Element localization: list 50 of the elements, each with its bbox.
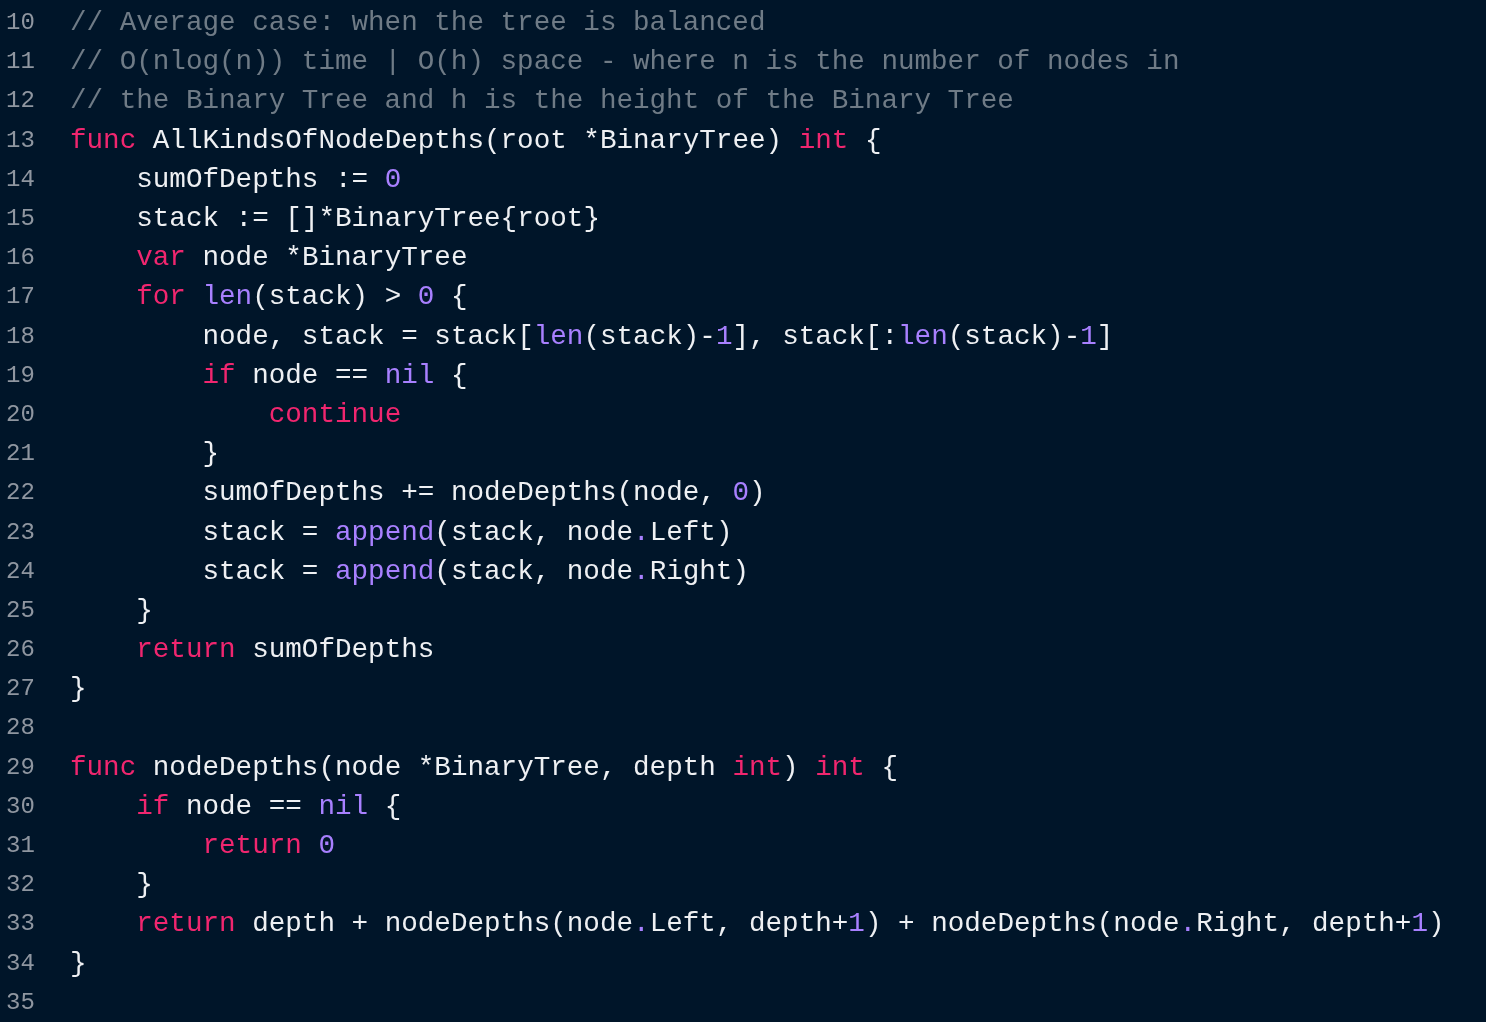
code-line: func nodeDepths(node *BinaryTree, depth int) int { xyxy=(70,751,899,783)
line-number: 35 xyxy=(5,988,36,1016)
line-number: 20 xyxy=(5,400,36,428)
code-line: continue xyxy=(267,398,402,430)
code-line: } xyxy=(70,673,87,705)
line-number: 23 xyxy=(5,518,36,546)
line-number: 10 xyxy=(5,9,36,37)
code-line: func AllKindsOfNodeDepths(root *BinaryTree) int { xyxy=(70,124,882,156)
code-line: sumOfDepths := 0 xyxy=(135,163,402,195)
line-number: 26 xyxy=(5,636,36,664)
code-line: if node == nil { xyxy=(135,790,402,822)
code-line: // the Binary Tree and h is the height of the Binary Tree xyxy=(70,85,1014,117)
line-number: 17 xyxy=(5,283,36,311)
line-number: 12 xyxy=(5,87,36,115)
line-number: 13 xyxy=(5,126,36,154)
code-line: for len(stack) > 0 { xyxy=(135,281,468,313)
line-number: 19 xyxy=(5,361,36,389)
code-line: } xyxy=(135,594,153,626)
code-line: node, stack = stack[len(stack)-1], stack[:len(stack)-1] xyxy=(201,320,1114,352)
code-line: return 0 xyxy=(201,830,335,862)
line-number: 31 xyxy=(5,832,36,860)
code-line: } xyxy=(135,869,153,901)
line-number: 25 xyxy=(5,596,36,624)
line-number: 22 xyxy=(5,479,36,507)
code-line: sumOfDepths += nodeDepths(node, 0) xyxy=(201,477,766,509)
line-number: 16 xyxy=(5,244,36,272)
line-number: 34 xyxy=(5,949,36,977)
line-number: 14 xyxy=(5,165,36,193)
line-number: 27 xyxy=(5,675,36,703)
line-number: 30 xyxy=(5,792,36,820)
line-number: 32 xyxy=(5,871,36,899)
line-number: 21 xyxy=(5,440,36,468)
code-line: } xyxy=(201,438,220,470)
code-line: stack := []*BinaryTree{root} xyxy=(135,203,600,235)
code-line: stack = append(stack, node.Right) xyxy=(201,555,749,587)
code-line: return sumOfDepths xyxy=(135,634,435,666)
line-number: 18 xyxy=(5,322,36,350)
code-line: // O(nlog(n)) time | O(h) space - where n is the number of nodes in xyxy=(70,46,1180,78)
line-number: 24 xyxy=(5,557,36,585)
line-number: 15 xyxy=(5,205,36,233)
code-line: return depth + nodeDepths(node.Left, depth+1) + nodeDepths(node.Right, depth+1) xyxy=(135,908,1445,940)
code-line: if node == nil { xyxy=(201,359,468,391)
code-line: } xyxy=(70,947,87,979)
line-number: 28 xyxy=(5,714,36,742)
line-number: 29 xyxy=(5,753,36,781)
code-line: // Average case: when the tree is balanced xyxy=(70,7,766,39)
line-number: 33 xyxy=(5,910,36,938)
code-line: var node *BinaryTree xyxy=(135,242,468,274)
code-line: stack = append(stack, node.Left) xyxy=(201,516,733,548)
line-number: 11 xyxy=(5,48,36,76)
